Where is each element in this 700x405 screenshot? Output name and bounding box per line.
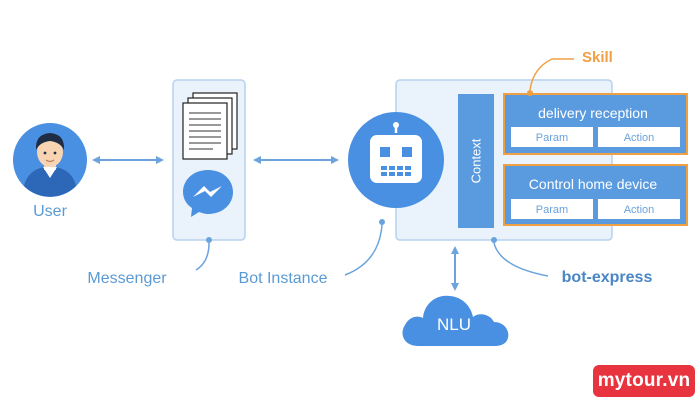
param-box (511, 199, 593, 219)
messenger-pointer-line (195, 242, 210, 271)
user-avatar-icon (13, 123, 87, 197)
action-label: Action (624, 204, 655, 216)
skill-label: Skill (582, 49, 613, 66)
messenger-icon (183, 170, 233, 217)
param-box (511, 127, 593, 147)
bot-instance-label: Bot Instance (239, 270, 328, 287)
context-label: Context (469, 138, 484, 183)
bot-express-pointer-dot (491, 237, 497, 243)
robot-icon (348, 112, 444, 208)
cloud-icon (402, 295, 509, 346)
bot-pointer-line (344, 224, 383, 276)
skill-pointer-dot (527, 90, 533, 96)
action-box (598, 199, 680, 219)
bot-express-label: bot-express (562, 269, 653, 286)
messenger-label: Messenger (87, 270, 167, 287)
skill-card: delivery reception Param Action (503, 93, 688, 155)
nlu-label: NLU (437, 315, 471, 334)
skill-name: delivery reception (538, 105, 648, 121)
user-label: User (33, 203, 67, 220)
param-label: Param (536, 204, 568, 216)
documents-icon (182, 92, 238, 160)
context-box (458, 94, 494, 228)
bot-pointer-dot (379, 219, 385, 225)
skill-card: Control home device Param Action (503, 164, 688, 226)
skill-name: Control home device (529, 176, 658, 192)
param-label: Param (536, 132, 568, 144)
messenger-pointer-dot (206, 237, 212, 243)
watermark: mytour.vn (593, 365, 695, 397)
action-label: Action (624, 132, 655, 144)
bot-express-pointer-line (493, 242, 549, 277)
skill-pointer-line (529, 58, 574, 91)
action-box (598, 127, 680, 147)
